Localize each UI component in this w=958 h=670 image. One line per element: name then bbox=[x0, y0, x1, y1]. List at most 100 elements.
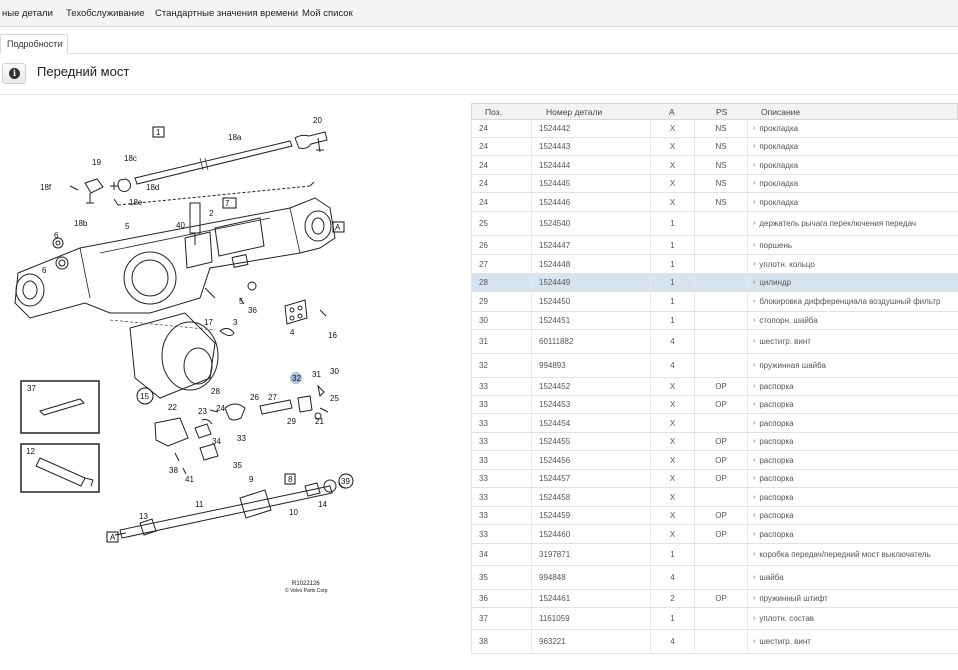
callout-label[interactable]: A bbox=[335, 223, 341, 232]
callout-label[interactable]: 27 bbox=[268, 393, 277, 402]
callout-label[interactable]: 9 bbox=[249, 475, 254, 484]
callout-label[interactable]: 34 bbox=[212, 437, 221, 446]
callout-label[interactable]: 32 bbox=[292, 374, 301, 383]
nav-item-standard-times[interactable]: Стандартные значения времени bbox=[155, 8, 299, 19]
cell-description[interactable]: ›коробка передач/передний мост выключате… bbox=[748, 544, 958, 565]
cell-description[interactable]: ›пружинная шайба bbox=[748, 354, 958, 377]
cell-description[interactable]: ›распорка bbox=[748, 488, 958, 506]
cell-description[interactable]: ›распорка bbox=[748, 507, 958, 524]
cell-description[interactable]: ›блокировка дифференциала воздушный филь… bbox=[748, 292, 958, 311]
cell-description[interactable]: ›шестигр. винт bbox=[748, 630, 958, 653]
callout-label[interactable]: 7 bbox=[225, 199, 230, 208]
callout-label[interactable]: 11 bbox=[195, 500, 204, 509]
callout-label[interactable]: 18d bbox=[146, 183, 159, 192]
callout-label[interactable]: 4 bbox=[290, 328, 295, 337]
callout-label[interactable]: 3 bbox=[233, 318, 238, 327]
cell-description[interactable]: ›цилиндр bbox=[748, 274, 958, 291]
nav-item-my-list[interactable]: Мой список bbox=[302, 8, 353, 19]
cell-description[interactable]: ›уплотн. состав bbox=[748, 608, 958, 629]
callout-label[interactable]: 16 bbox=[328, 331, 337, 340]
cell-description[interactable]: ›распорка bbox=[748, 396, 958, 413]
callout-label[interactable]: 26 bbox=[250, 393, 259, 402]
cell-description[interactable]: ›прокладка bbox=[748, 156, 958, 174]
cell-description[interactable]: ›прокладка bbox=[748, 175, 958, 192]
callout-label[interactable]: 38 bbox=[169, 466, 178, 475]
callout-label[interactable]: 18c bbox=[124, 154, 137, 163]
cell-description[interactable]: ›распорка bbox=[748, 433, 958, 450]
callout-label[interactable]: 29 bbox=[287, 417, 296, 426]
callout-label[interactable]: 18f bbox=[40, 183, 52, 192]
callout-label[interactable]: 14 bbox=[318, 500, 327, 509]
callout-label[interactable]: 22 bbox=[168, 403, 177, 412]
callout-label[interactable]: 25 bbox=[330, 394, 339, 403]
callout-label[interactable]: 17 bbox=[204, 318, 213, 327]
callout-label[interactable]: 28 bbox=[211, 387, 220, 396]
callout-label[interactable]: 21 bbox=[315, 417, 324, 426]
cell-description[interactable]: ›прокладка bbox=[748, 120, 958, 137]
callout-label[interactable]: 19 bbox=[92, 158, 101, 167]
callout-label[interactable]: 40 bbox=[176, 221, 185, 230]
nav-item-maintenance[interactable]: Техобслуживание bbox=[66, 8, 145, 19]
tab-details[interactable]: Подробности bbox=[0, 34, 68, 54]
column-header-ps[interactable]: PS bbox=[716, 107, 728, 117]
callout-label[interactable]: 6 bbox=[54, 231, 59, 240]
callout-label[interactable]: 31 bbox=[312, 370, 321, 379]
callout-label[interactable]: 37 bbox=[27, 384, 36, 393]
column-header-description[interactable]: Описание bbox=[761, 107, 801, 117]
callout-label[interactable]: 1 bbox=[156, 128, 161, 137]
callout-label[interactable]: 35 bbox=[233, 461, 242, 470]
cell-description[interactable]: ›прокладка bbox=[748, 138, 958, 155]
callout-label[interactable]: 23 bbox=[198, 407, 207, 416]
cell-description[interactable]: ›шайба bbox=[748, 566, 958, 589]
callout-label[interactable]: 30 bbox=[330, 367, 339, 376]
callout-label[interactable]: 33 bbox=[237, 434, 246, 443]
callout-label[interactable]: 20 bbox=[313, 116, 322, 125]
callout-label[interactable]: 18b bbox=[74, 219, 88, 228]
cell-description[interactable]: ›поршень bbox=[748, 236, 958, 254]
cell-description[interactable]: ›стопорн. шайба bbox=[748, 312, 958, 329]
nav-item-parts[interactable]: ные детали bbox=[2, 8, 53, 19]
callout-label[interactable]: 10 bbox=[289, 508, 298, 517]
callout-label[interactable]: 2 bbox=[209, 209, 214, 218]
cell-description[interactable]: ›прокладка bbox=[748, 193, 958, 211]
cell-description[interactable]: ›держатель рычага переключения передач bbox=[748, 212, 958, 235]
cell-description[interactable]: ›распорка bbox=[748, 451, 958, 469]
cell-description[interactable]: ›уплотн. кольцо bbox=[748, 255, 958, 273]
cell-description[interactable]: ›шестигр. винт bbox=[748, 330, 958, 353]
callout-label[interactable]: 13 bbox=[139, 512, 148, 521]
callout-label[interactable]: 18a bbox=[228, 133, 242, 142]
callout-label[interactable]: 6 bbox=[42, 266, 47, 275]
cell-description[interactable]: ›распорка bbox=[748, 378, 958, 395]
callout-label[interactable]: 18e bbox=[129, 198, 143, 207]
column-header-a[interactable]: A bbox=[669, 107, 675, 117]
cell-description[interactable]: ›пружинный штифт bbox=[748, 590, 958, 607]
callout-label[interactable]: 5 bbox=[239, 297, 244, 306]
cell-description[interactable]: ›распорка bbox=[748, 470, 958, 487]
